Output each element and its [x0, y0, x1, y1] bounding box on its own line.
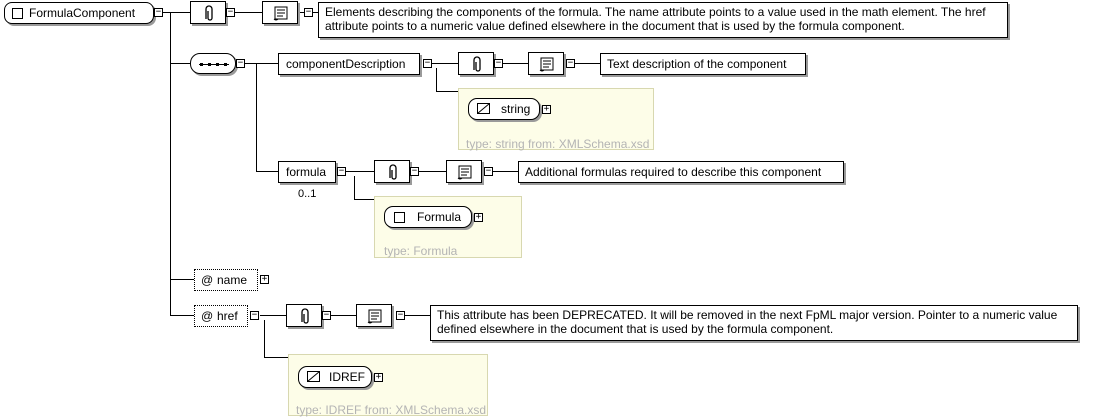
plus-box-icon[interactable]: + — [374, 372, 383, 382]
attribute-at-sign: @ — [201, 273, 214, 287]
documentation-box[interactable] — [528, 52, 564, 75]
type-name: IDREF — [329, 370, 365, 384]
minus-box-icon[interactable]: − — [410, 166, 419, 176]
root-element-label: FormulaComponent — [29, 6, 136, 20]
scroll-icon — [457, 165, 472, 180]
minus-box-icon[interactable]: − — [226, 7, 235, 17]
element-formula[interactable]: formula — [278, 161, 336, 183]
annotation-box[interactable] — [286, 304, 322, 327]
minus-box-icon[interactable]: − — [236, 58, 245, 68]
attribute-name[interactable]: @ name — [194, 269, 258, 291]
minus-box-icon[interactable]: − — [396, 310, 405, 320]
attribute-at-sign: @ — [201, 309, 214, 323]
scroll-icon — [539, 57, 554, 72]
annotation-box[interactable] — [374, 160, 410, 183]
scroll-icon — [273, 6, 288, 21]
formula-documentation: Additional formulas required to describe… — [518, 161, 844, 183]
paperclip-icon — [301, 308, 309, 324]
minus-box-icon[interactable]: − — [484, 166, 493, 176]
simple-type-icon — [307, 371, 320, 382]
component-description-documentation: Text description of the component — [600, 53, 806, 75]
documentation-box[interactable] — [446, 160, 482, 183]
root-element-formula-component[interactable]: FormulaComponent — [4, 2, 154, 24]
paperclip-icon — [389, 164, 397, 180]
type-caption: type: Formula — [384, 244, 458, 258]
annotation-box[interactable] — [458, 52, 494, 75]
element-label: formula — [286, 165, 327, 179]
minus-box-icon[interactable]: − — [322, 310, 331, 320]
type-name: Formula — [417, 210, 462, 224]
element-component-description[interactable]: componentDescription — [278, 53, 420, 75]
minus-box-icon[interactable]: − — [337, 166, 346, 176]
attribute-label: href — [217, 309, 238, 323]
minus-box-icon[interactable]: − — [250, 310, 259, 320]
sequence-icon — [199, 63, 229, 66]
type-caption: type: string from: XMLSchema.xsd — [466, 137, 650, 151]
documentation-box[interactable] — [262, 1, 298, 24]
type-formula-node[interactable]: Formula — [384, 206, 472, 228]
complex-type-icon — [12, 8, 23, 19]
type-name: string — [501, 102, 531, 116]
complex-type-icon — [394, 212, 405, 223]
simple-type-icon — [477, 103, 490, 114]
annotation-box[interactable] — [190, 1, 226, 24]
minus-box-icon[interactable]: − — [304, 7, 313, 17]
minus-box-icon[interactable]: − — [154, 7, 163, 17]
attribute-href[interactable]: @ href — [194, 305, 248, 327]
plus-box-icon[interactable]: + — [260, 274, 269, 284]
cardinality-label: 0..1 — [298, 188, 317, 200]
attribute-label: name — [217, 273, 248, 287]
plus-box-icon[interactable]: + — [542, 104, 551, 114]
href-documentation: This attribute has been DEPRECATED. It w… — [430, 305, 1078, 341]
type-caption: type: IDREF from: XMLSchema.xsd — [296, 403, 487, 417]
paperclip-icon — [205, 5, 213, 21]
plus-box-icon[interactable]: + — [474, 212, 483, 222]
element-label: componentDescription — [286, 57, 406, 71]
paperclip-icon — [473, 56, 481, 72]
minus-box-icon[interactable]: − — [566, 58, 575, 68]
sequence-compositor[interactable] — [190, 53, 236, 74]
minus-box-icon[interactable]: − — [494, 58, 503, 68]
type-idref-node[interactable]: IDREF — [298, 366, 372, 388]
documentation-box[interactable] — [356, 304, 392, 327]
minus-box-icon[interactable]: − — [423, 58, 432, 68]
root-documentation-text: Elements describing the components of th… — [318, 2, 1008, 38]
scroll-icon — [367, 309, 382, 324]
type-string-node[interactable]: string — [468, 98, 540, 120]
